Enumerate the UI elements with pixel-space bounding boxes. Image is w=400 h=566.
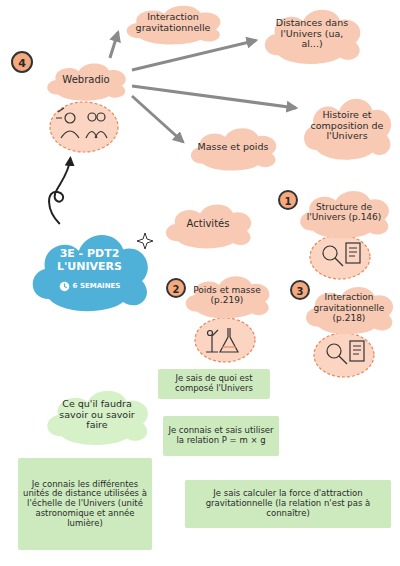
activity-cloud: Structure de l'Univers (p.146) <box>292 184 396 240</box>
callout-number: 4 <box>11 51 33 73</box>
skill-box: Je connais les différentes unités de dis… <box>18 458 152 550</box>
cloud-outline <box>191 128 276 170</box>
text-area: Je sais de quoi est composé l'Univers <box>158 369 270 399</box>
skill-box: Je sais calculer la force d'attraction g… <box>185 480 391 528</box>
text-area: Histoire et composition de l'Univers <box>296 90 398 162</box>
activity-cloud: Activités <box>158 198 258 250</box>
arrow-connector <box>132 86 296 108</box>
clock-icon <box>59 281 70 292</box>
skill-box: Je sais de quoi est composé l'Univers <box>158 369 270 399</box>
node-subtitle: 6 SEMAINES <box>73 282 121 290</box>
heading-cloud: Ce qu'il faudra savoir ou savoir faire <box>38 383 156 447</box>
cloud-outline <box>47 391 148 445</box>
webradio-cloud: Webradio <box>40 58 132 158</box>
text-area: 4 <box>13 53 31 75</box>
node-label: Interaction gravitationnelle <box>132 12 214 34</box>
heading-cloud: 3E - PDT2 L'UNIVERS 6 SEMAINES <box>22 224 157 314</box>
cloud-outline <box>166 204 251 248</box>
node-label: Masse et poids <box>198 142 269 153</box>
node-label: Je sais de quoi est composé l'Univers <box>163 374 265 394</box>
node-label: Activités <box>187 218 230 230</box>
sparkle-symbol <box>137 233 153 249</box>
interaction-illustration <box>314 333 374 377</box>
node-label: Poids et masse (p.219) <box>191 285 263 306</box>
node-label: 3 <box>297 286 304 298</box>
cloud-outline <box>304 99 391 160</box>
callout-number: 1 <box>278 190 298 210</box>
text-area: Webradio <box>40 58 132 102</box>
topic-cloud: Interaction gravitationnelle <box>118 0 228 46</box>
node-label: Structure de l'Univers (p.146) <box>306 202 382 223</box>
callout-number: 2 <box>166 278 186 298</box>
text-area: 3 <box>292 282 308 302</box>
node-label: Je sais calculer la force d'attraction g… <box>190 489 386 518</box>
curved-arrow <box>49 158 70 224</box>
node-label: Je connais et sais utiliser la relation … <box>168 426 274 446</box>
text-area: Ce qu'il faudra savoir ou savoir faire <box>38 383 156 447</box>
node-label: Ce qu'il faudra savoir ou savoir faire <box>53 399 141 432</box>
cloud-outline <box>127 6 221 45</box>
webradio-illustration <box>50 102 118 152</box>
cloud-outline <box>33 235 148 311</box>
text-area: 1 <box>280 192 296 212</box>
node-label: Histoire et composition de l'Univers <box>309 110 385 143</box>
callout-number: 3 <box>290 280 310 300</box>
text-area: 3E - PDT2 L'UNIVERS 6 SEMAINES <box>22 224 157 314</box>
cloud-outline <box>300 191 389 238</box>
topic-cloud: Distances dans l'Univers (ua, al...) <box>256 2 368 66</box>
structure-illustration <box>310 235 370 279</box>
cloud-outline <box>186 276 270 318</box>
text-area: Activités <box>158 198 258 250</box>
cloud-outline <box>47 63 125 100</box>
node-label: Je connais les différentes unités de dis… <box>23 480 147 529</box>
activity-cloud: Interaction gravitationnelle (p.218) <box>298 280 400 336</box>
node-label: Distances dans l'Univers (ua, al...) <box>271 18 353 51</box>
node-label: Webradio <box>62 74 109 86</box>
text-area: Poids et masse (p.219) <box>178 270 276 320</box>
poids-illustration <box>195 318 255 362</box>
arrow-connector <box>132 40 256 70</box>
cloud-outline <box>265 10 361 64</box>
text-area: Masse et poids <box>183 122 283 172</box>
text-area: Je sais calculer la force d'attraction g… <box>185 480 391 528</box>
text-area: 2 <box>168 280 184 300</box>
topic-cloud: Histoire et composition de l'Univers <box>296 90 398 162</box>
clock-face <box>60 281 70 291</box>
arrow-connector <box>110 32 118 58</box>
activity-cloud: Poids et masse (p.219) <box>178 270 276 320</box>
text-area: Interaction gravitationnelle (p.218) <box>298 280 400 336</box>
clock-hands <box>65 283 67 287</box>
text-area: Distances dans l'Univers (ua, al...) <box>256 2 368 66</box>
cloud-outline <box>306 287 393 334</box>
topic-cloud: Masse et poids <box>183 122 283 172</box>
text-area: Je connais les différentes unités de dis… <box>18 458 152 550</box>
text-area: Structure de l'Univers (p.146) <box>292 184 396 240</box>
node-label: Interaction gravitationnelle (p.218) <box>311 292 387 323</box>
node-label: 2 <box>173 284 180 296</box>
node-label: 3E - PDT2 L'UNIVERS <box>40 248 139 273</box>
text-area: Je connais et sais utiliser la relation … <box>163 416 279 456</box>
node-label: 1 <box>285 196 292 208</box>
node-label: 4 <box>18 58 26 71</box>
skill-box: Je connais et sais utiliser la relation … <box>163 416 279 456</box>
text-area: Interaction gravitationnelle <box>118 0 228 46</box>
arrow-connector <box>132 96 183 142</box>
